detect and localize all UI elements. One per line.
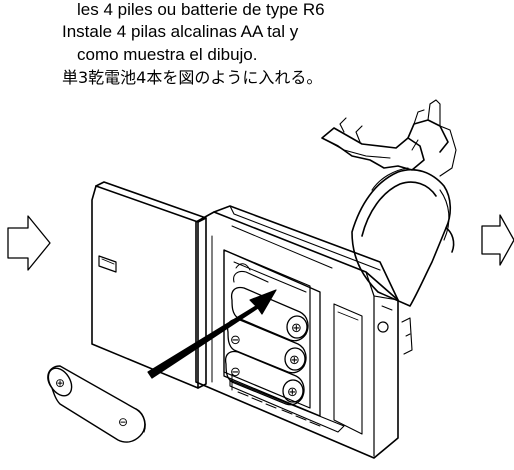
device-mount (321, 99, 457, 177)
instruction-line-spanish-1: Instale 4 pilas alcalinas AA tal y (62, 22, 299, 41)
insertion-arrow-icon (147, 289, 277, 379)
loose-battery (47, 365, 146, 443)
instruction-line-french: les 4 piles ou batterie de type R6 (77, 0, 325, 19)
device-handle (351, 167, 455, 307)
instruction-line-japanese: 単3乾電池4本を図のように入れる。 (62, 68, 323, 87)
polarity-plus-mid: ⊕ (289, 353, 300, 368)
polarity-plus-top: ⊕ (291, 321, 302, 336)
polarity-minus-bottom: ⊖ (230, 365, 241, 380)
polarity-plus-bottom: ⊕ (287, 385, 298, 400)
battery-cover (91, 181, 207, 389)
loose-battery-plus: ⊕ (55, 376, 65, 390)
loose-battery-minus: ⊖ (118, 415, 128, 429)
polarity-marks: ⊕ ⊖ ⊕ ⊖ ⊕ (230, 321, 302, 400)
left-step-arrow-icon (7, 215, 51, 271)
polarity-minus-mid: ⊖ (230, 333, 241, 348)
loose-battery-polarity: ⊕ ⊖ (55, 376, 128, 429)
installed-batteries (224, 270, 309, 406)
right-step-arrow-icon (481, 214, 514, 266)
battery-compartment (223, 249, 311, 409)
instruction-line-spanish-2: como muestra el dibujo. (77, 45, 258, 64)
